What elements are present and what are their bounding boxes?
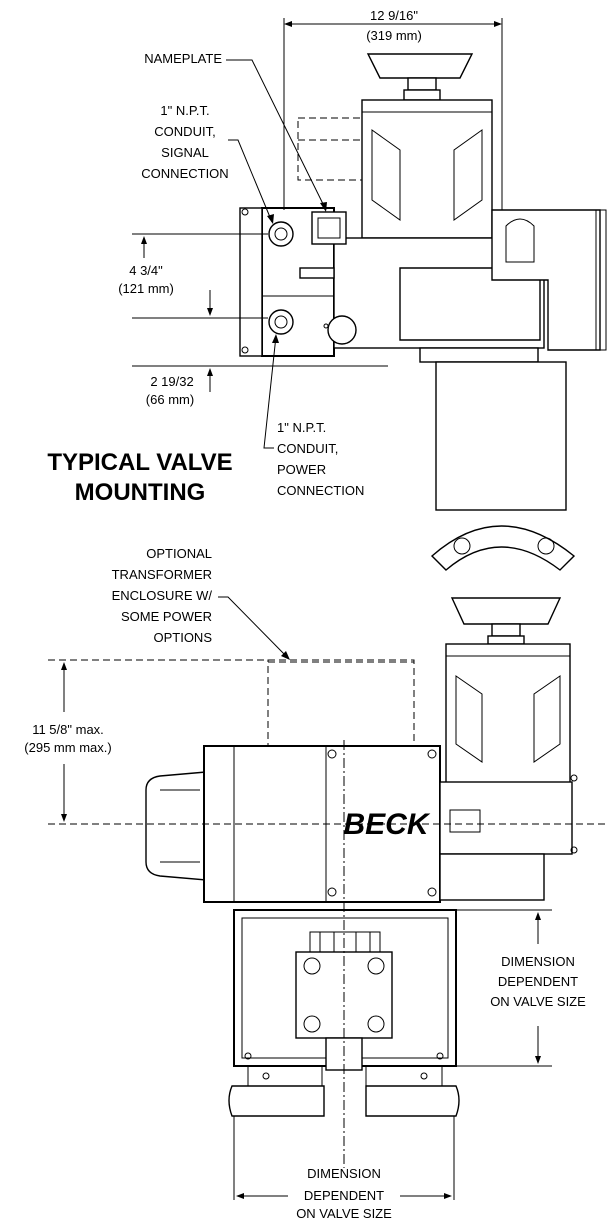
- power-line-1: 1" N.P.T.: [277, 420, 326, 435]
- conduit-spacing-dimension: 4 3/4" (121 mm): [118, 233, 268, 319]
- valve-width-line-2: DEPENDENT: [304, 1188, 384, 1203]
- power-line-2: CONDUIT,: [277, 441, 338, 456]
- title-line-1: TYPICAL VALVE: [47, 449, 232, 476]
- conduit-offset-metric: (66 mm): [146, 392, 194, 407]
- top-view-actuator: [239, 53, 607, 571]
- top-width-imperial: 12 9/16": [370, 8, 418, 23]
- enclosure-height-imperial: 11 5/8" max.: [32, 722, 104, 737]
- valve-height-line-1: DIMENSION: [501, 954, 575, 969]
- transformer-line-2: TRANSFORMER: [112, 567, 212, 582]
- valve-height-line-3: ON VALVE SIZE: [490, 994, 586, 1009]
- valve-width-dimension: DIMENSION DEPENDENT ON VALVE SIZE: [233, 1116, 455, 1221]
- power-callout: 1" N.P.T. CONDUIT, POWER CONNECTION: [263, 334, 364, 498]
- power-line-4: CONNECTION: [277, 483, 364, 498]
- transformer-line-4: SOME POWER: [121, 609, 212, 624]
- signal-line-1: 1" N.P.T.: [160, 103, 209, 118]
- nameplate-callout: NAMEPLATE: [144, 51, 327, 212]
- signal-callout: 1" N.P.T. CONDUIT, SIGNAL CONNECTION: [141, 103, 274, 224]
- valve-height-line-2: DEPENDENT: [498, 974, 578, 989]
- top-width-dimension: 12 9/16" (319 mm): [283, 8, 503, 210]
- conduit-spacing-metric: (121 mm): [118, 281, 174, 296]
- valve-width-line-3: ON VALVE SIZE: [296, 1206, 392, 1221]
- nameplate-label: NAMEPLATE: [144, 51, 222, 66]
- transformer-line-1: OPTIONAL: [146, 546, 212, 561]
- conduit-offset-imperial: 2 19/32: [150, 374, 193, 389]
- power-line-3: POWER: [277, 462, 326, 477]
- transformer-callout: OPTIONAL TRANSFORMER ENCLOSURE W/ SOME P…: [112, 546, 290, 660]
- diagram-title: TYPICAL VALVE MOUNTING: [47, 449, 232, 506]
- enclosure-height-dimension: 11 5/8" max. (295 mm max.): [24, 659, 608, 825]
- signal-line-3: SIGNAL: [161, 145, 209, 160]
- transformer-line-5: OPTIONS: [153, 630, 212, 645]
- top-width-metric: (319 mm): [366, 28, 422, 43]
- transformer-line-3: ENCLOSURE W/: [112, 588, 213, 603]
- signal-line-4: CONNECTION: [141, 166, 228, 181]
- bottom-view-actuator: [145, 597, 578, 1168]
- signal-line-2: CONDUIT,: [154, 124, 215, 139]
- conduit-offset-dimension: 2 19/32 (66 mm): [132, 365, 388, 407]
- enclosure-height-metric: (295 mm max.): [24, 740, 111, 755]
- valve-width-line-1: DIMENSION: [307, 1166, 381, 1181]
- title-line-2: MOUNTING: [75, 479, 206, 506]
- valve-height-dimension: DIMENSION DEPENDENT ON VALVE SIZE: [456, 909, 586, 1067]
- conduit-spacing-imperial: 4 3/4": [129, 263, 163, 278]
